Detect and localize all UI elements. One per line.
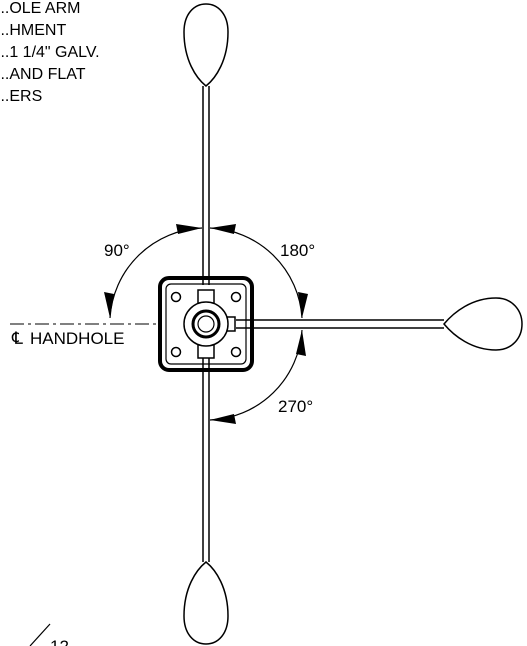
dimension-180 bbox=[209, 224, 308, 319]
sheet-slash bbox=[29, 623, 51, 646]
bolt-hole-tl bbox=[170, 291, 182, 303]
note-line-5: ...ERS bbox=[0, 88, 43, 105]
hub bbox=[183, 289, 236, 359]
bolt-hole-br bbox=[230, 346, 242, 358]
arm-bottom bbox=[183, 358, 229, 645]
centerline-symbol: ℄ bbox=[11, 329, 23, 348]
dimension-90 bbox=[104, 224, 203, 319]
teardrop-top bbox=[183, 3, 229, 87]
note-line-4: ...AND FLAT bbox=[0, 66, 86, 83]
sheet-number: 12 bbox=[50, 637, 69, 646]
callout-note: ...OLE ARM ...HMENT ...1 1/4" GALV. ...A… bbox=[0, 0, 100, 108]
teardrop-right bbox=[443, 297, 523, 351]
bolt-hole-tr bbox=[230, 291, 242, 303]
bolt-hole-bl bbox=[170, 346, 182, 358]
note-line-3: ...1 1/4" GALV. bbox=[0, 44, 100, 61]
angle-90-label: 90° bbox=[104, 241, 130, 260]
arm-right bbox=[236, 297, 523, 351]
handhole-label: HANDHOLE bbox=[30, 329, 124, 348]
base-plate bbox=[158, 276, 254, 372]
teardrop-bottom bbox=[183, 561, 229, 645]
note-line-2: ...HMENT bbox=[0, 22, 67, 39]
dimension-270 bbox=[209, 329, 306, 424]
angle-270-label: 270° bbox=[278, 397, 313, 416]
note-line-1: ...OLE ARM bbox=[0, 0, 81, 17]
angle-180-label: 180° bbox=[280, 241, 315, 260]
arm-top bbox=[183, 3, 229, 285]
